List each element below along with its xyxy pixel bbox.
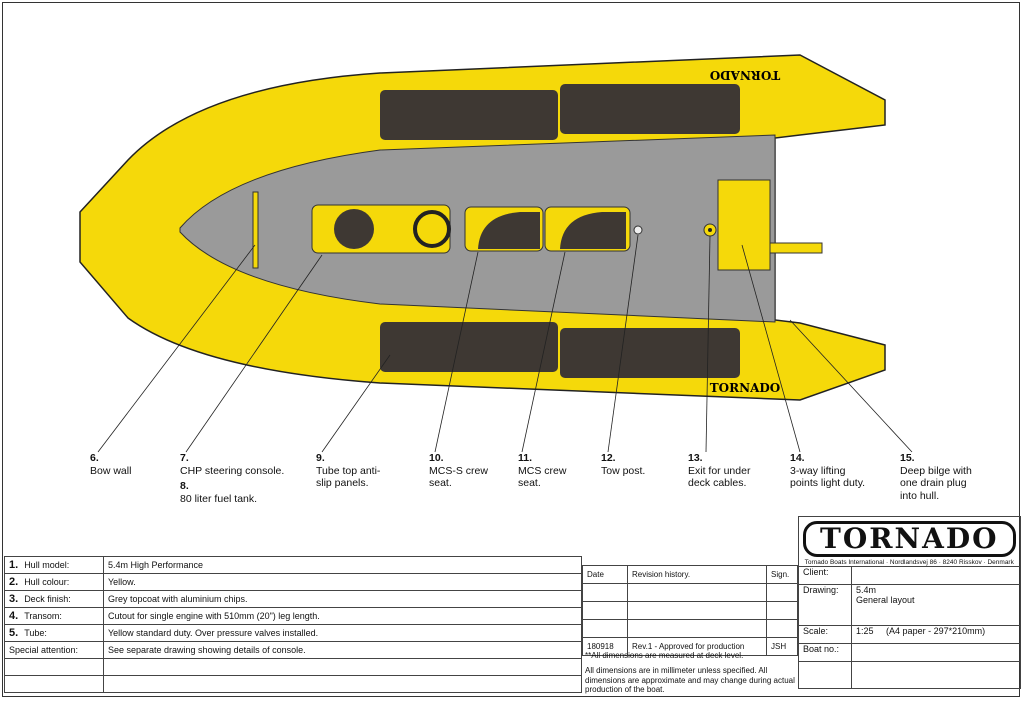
spec-row: 1.Hull model:5.4m High Performance [4,556,582,574]
bow-wall [252,191,259,269]
callout-9: 9.Tube top anti-slip panels. [316,452,381,489]
steering-wheel [413,210,451,248]
callout-13: 13.Exit for under deck cables. [688,452,751,489]
note-deck-level: **All dimensions are measured at deck le… [585,651,744,660]
anti-slip-panel [560,84,740,134]
tube-logo-top: TORNADO [710,68,781,82]
tube-logo-bottom: TORNADO [710,381,781,395]
callout-10: 10.MCS-S crew seat. [429,452,488,489]
callout-8: 8.80 liter fuel tank. [180,480,258,505]
spec-row: Special attention:See separate drawing s… [4,641,582,659]
callout-7: 7.CHP steering console. [180,452,285,477]
spec-row: 4.Transom:Cutout for single engine with … [4,607,582,625]
tow-post [633,225,643,235]
callout-12: 12.Tow post. [601,452,646,477]
spec-table: 1.Hull model:5.4m High Performance 2.Hul… [4,556,582,693]
note-dimensions: All dimensions are in millimeter unless … [585,666,795,694]
fuel-tank [334,209,374,249]
anti-slip-panel [380,322,558,372]
callout-15: 15.Deep bilge with one drain plug into h… [900,452,972,502]
spec-row: 5.Tube:Yellow standard duty. Over pressu… [4,624,582,642]
tornado-logo: TORNADO [803,521,1016,557]
callout-14: 14.3-way lifting points light duty. [790,452,866,489]
leader-lines [97,234,913,453]
callout-6: 6.Bow wall [90,452,132,477]
anti-slip-panel [380,90,558,140]
transom [717,179,771,271]
callout-11: 11.MCS crew seat. [518,452,567,489]
anti-slip-panel [560,328,740,378]
motor-bracket [769,242,823,254]
spec-row: 3.Deck finish:Grey topcoat with aluminiu… [4,590,582,608]
spec-row: 2.Hull colour:Yellow. [4,573,582,591]
